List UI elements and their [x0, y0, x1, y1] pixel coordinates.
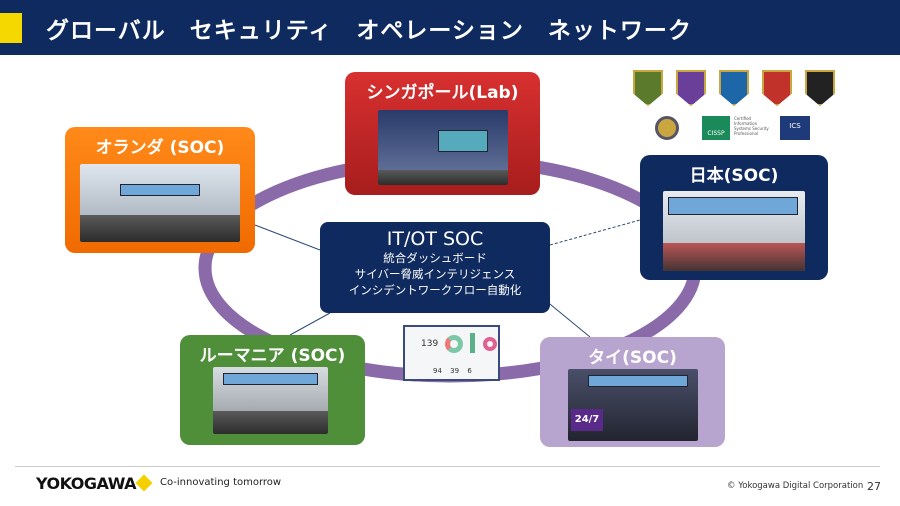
donut-chart-icon	[445, 335, 463, 353]
site-netherlands: オランダ (SOC)	[65, 127, 255, 253]
hub-feature: インシデントワークフロー自動化	[348, 283, 522, 297]
badge-icon	[805, 70, 835, 106]
site-label: 日本(SOC)	[689, 166, 779, 186]
title-bar: グローバル セキュリティ オペレーション ネットワーク	[0, 0, 900, 55]
footer-divider	[15, 466, 880, 467]
copyright: © Yokogawa Digital Corporation	[727, 481, 864, 491]
accent-square	[0, 13, 22, 43]
dashboard-stats: 94 39 6	[433, 367, 472, 375]
dashboard-count: 139	[421, 339, 439, 349]
site-singapore: シンガポール(Lab)	[345, 72, 540, 195]
soc-photo: 24/7	[568, 369, 698, 441]
dashboard-screenshot: 139 94 39 6	[403, 325, 500, 381]
connector-romania	[289, 312, 331, 336]
site-romania: ルーマニア (SOC)	[180, 335, 365, 445]
it-ot-soc-hub: IT/OT SOC 統合ダッシュボード サイバー脅威インテリジェンス インシデン…	[320, 222, 550, 313]
hub-feature: サイバー脅威インテリジェンス	[354, 267, 516, 281]
site-label: ルーマニア (SOC)	[199, 346, 346, 366]
connector-thailand	[544, 299, 591, 338]
site-label: タイ(SOC)	[588, 348, 677, 368]
connector-netherlands	[254, 224, 321, 251]
badge-icon	[633, 70, 663, 106]
24-7-badge: 24/7	[571, 409, 603, 431]
sans-ics-logo: ICS	[780, 116, 810, 140]
bar-chart-icon	[470, 333, 475, 353]
hub-title: IT/OT SOC	[386, 228, 484, 250]
page-number: 27	[867, 480, 881, 493]
page-title: グローバル セキュリティ オペレーション ネットワーク	[46, 18, 692, 44]
soc-photo	[213, 367, 328, 434]
lab-photo	[378, 110, 508, 185]
site-label: オランダ (SOC)	[95, 138, 225, 158]
gicsp-logo	[655, 116, 679, 140]
tagline: Co-innovating tomorrow	[160, 477, 282, 488]
soc-photo	[663, 191, 805, 271]
badge-icon	[719, 70, 749, 106]
soc-photo	[80, 164, 240, 242]
connector-japan	[549, 219, 641, 246]
yokogawa-logo: YOKOGAWA	[36, 474, 137, 493]
badge-icon	[762, 70, 792, 106]
site-thailand: タイ(SOC) 24/7	[540, 337, 725, 447]
site-label: シンガポール(Lab)	[366, 83, 519, 103]
cissp-logo: CISSP	[702, 116, 730, 140]
certification-badges: CISSP Certified Information Systems Secu…	[630, 70, 840, 142]
badge-icon	[676, 70, 706, 106]
site-japan: 日本(SOC)	[640, 155, 828, 280]
donut-chart-icon	[483, 337, 497, 351]
cissp-text: Certified Information Systems Security P…	[734, 116, 769, 136]
hub-feature: 統合ダッシュボード	[383, 251, 487, 265]
